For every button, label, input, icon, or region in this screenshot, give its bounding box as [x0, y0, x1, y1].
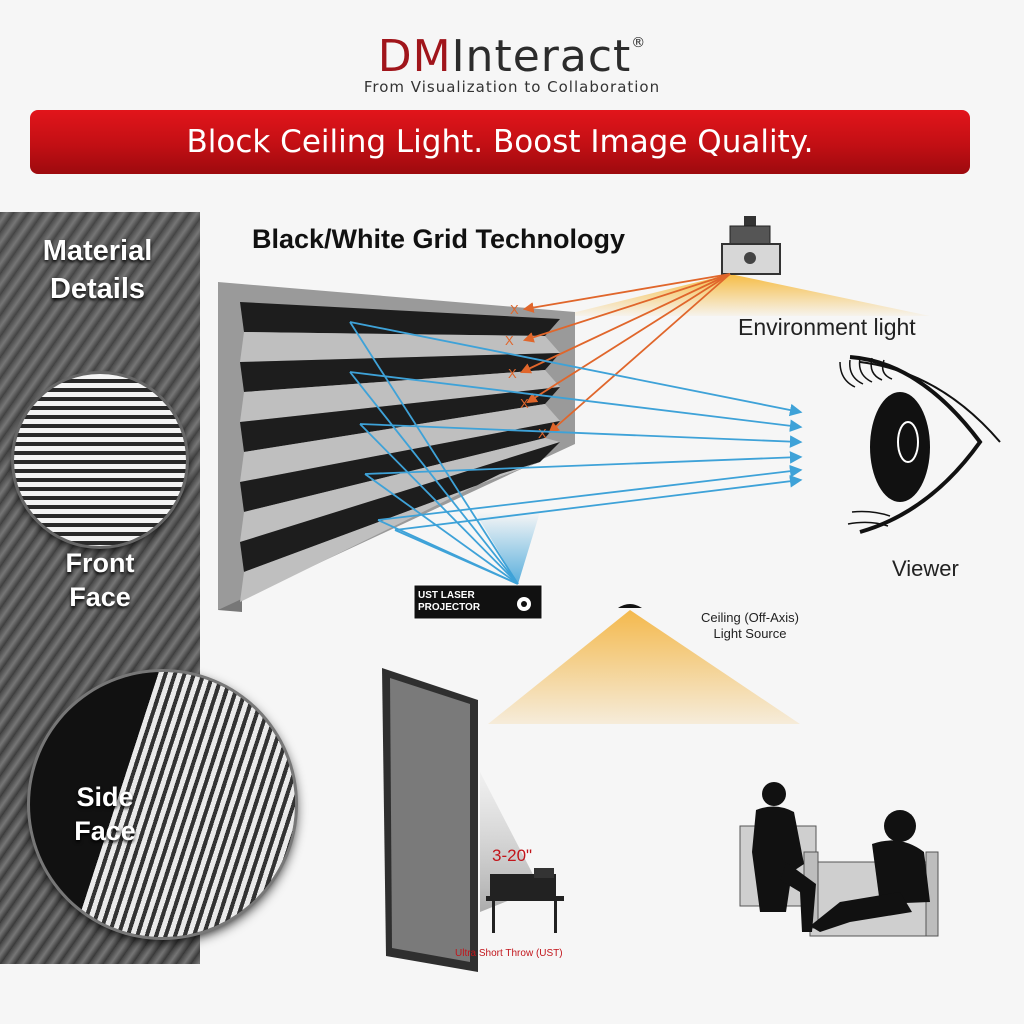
logo-tagline: From Visualization to Collaboration [363, 78, 661, 96]
logo-dm: DM [377, 31, 452, 82]
heading-line-2: Details [49, 273, 146, 305]
material-details-panel: Material Details Front Face [0, 212, 200, 964]
blocked-mark: X [508, 366, 517, 381]
ceiling-light-cone [488, 610, 800, 724]
projector-line-2: PROJECTOR [418, 602, 481, 613]
environment-light-label: Environment light [738, 314, 916, 340]
projector-rays [349, 321, 803, 585]
ust-projector-label: UST LASER PROJECTOR [418, 590, 480, 614]
grid-technology-diagram: Black/White Grid Technology [200, 212, 1024, 972]
viewers-on-sofa-icon [739, 782, 939, 937]
ceiling-light-icon [618, 604, 642, 608]
diagram-graphics: X X X X X [218, 216, 1001, 972]
projector-line-1: UST LASER [418, 590, 475, 601]
front-face-magnifier [14, 374, 186, 546]
side-face-label: Side Face [30, 780, 180, 848]
ceiling-line-2: Light Source [713, 626, 787, 641]
ust-distance-label: 3-20" [492, 846, 533, 865]
blocked-mark: X [505, 333, 514, 348]
eye-icon [839, 355, 1001, 534]
logo-interact: Interact [451, 31, 632, 82]
side-line-2: Face [74, 816, 136, 846]
ambient-light-rays [520, 273, 731, 434]
blocked-markers: X X X X X [505, 302, 547, 441]
brand-logo: DMInteract® From Visualization to Collab… [0, 18, 1024, 97]
registered-mark: ® [631, 35, 647, 51]
headline-text: Block Ceiling Light. Boost Image Quality… [186, 124, 814, 160]
side-line-1: Side [76, 782, 134, 812]
front-face-label: Front Face [0, 546, 200, 614]
diagram-title: Black/White Grid Technology [252, 224, 626, 254]
front-line-1: Front [65, 548, 135, 578]
blocked-mark: X [538, 426, 547, 441]
blocked-mark: X [520, 396, 529, 411]
ceiling-light-label: Ceiling (Off-Axis) Light Source [680, 610, 820, 642]
front-line-2: Face [69, 582, 131, 612]
grid-screen-block [218, 282, 575, 612]
projector-beam-glow [475, 512, 540, 584]
ceiling-projector-icon [721, 216, 781, 275]
blocked-mark: X [510, 302, 519, 317]
material-details-heading: Material Details [0, 232, 195, 308]
environment-light-cone [560, 274, 930, 316]
logo-wordmark: DMInteract® [0, 18, 1024, 82]
ceiling-line-1: Ceiling (Off-Axis) [700, 610, 799, 625]
ust-projector-table-icon [486, 868, 564, 933]
room-projection-screen [382, 668, 478, 972]
ust-laser-projector-icon [413, 584, 543, 620]
heading-line-1: Material [42, 235, 153, 267]
headline-banner: Block Ceiling Light. Boost Image Quality… [30, 110, 970, 174]
viewer-label: Viewer [892, 556, 959, 581]
side-face-magnifier [30, 672, 295, 937]
ust-caption: Ultra Short Throw (UST) [455, 948, 563, 959]
